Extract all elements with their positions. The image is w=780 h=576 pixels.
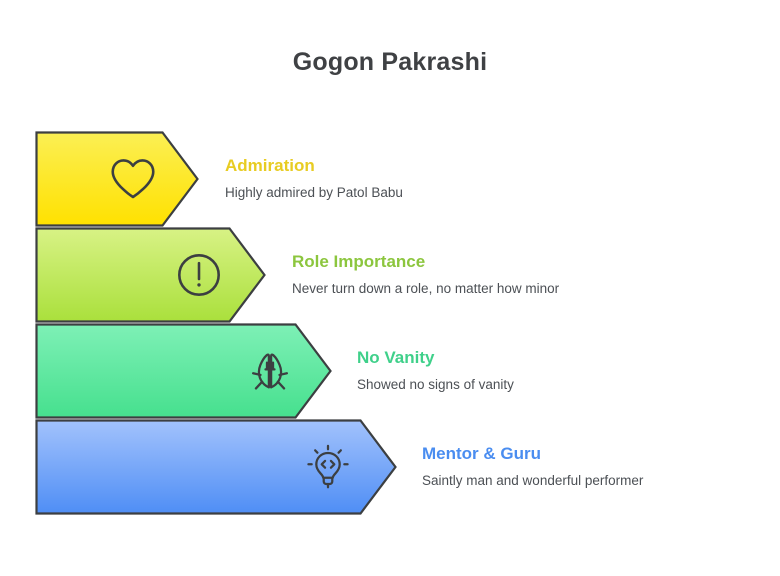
row-label: Admiration: [225, 155, 315, 175]
heart-icon: [106, 152, 160, 206]
row-description: Saintly man and wonderful performer: [422, 473, 644, 489]
row-text-block: Mentor & Guru Saintly man and wonderful …: [422, 444, 643, 490]
row-label: No Vanity: [357, 347, 435, 367]
chart-row: Mentor & Guru Saintly man and wonderful …: [0, 419, 780, 515]
chart-row: Role Importance Never turn down a role, …: [0, 227, 780, 323]
lightbulb-code-icon: [301, 440, 355, 494]
row-label: Mentor & Guru: [422, 443, 541, 463]
row-text-block: Role Importance Never turn down a role, …: [292, 252, 559, 298]
arrow-shape-role-importance[interactable]: [35, 227, 305, 323]
arrow-svg: [35, 131, 199, 227]
row-description: Highly admired by Patol Babu: [225, 185, 403, 201]
exclamation-circle-icon: [172, 248, 226, 302]
praying-hands-icon: [243, 344, 297, 398]
arrow-funnel-chart: Admiration Highly admired by Patol Babu: [0, 118, 780, 538]
arrow-svg: [35, 419, 397, 515]
row-description: Never turn down a role, no matter how mi…: [292, 281, 560, 297]
chart-row: Admiration Highly admired by Patol Babu: [0, 131, 780, 227]
row-text-block: No Vanity Showed no signs of vanity: [357, 348, 514, 394]
row-label: Role Importance: [292, 251, 426, 271]
arrow-shape-admiration[interactable]: [35, 131, 235, 227]
row-description: Showed no signs of vanity: [357, 377, 514, 393]
arrow-shape-no-vanity[interactable]: [35, 323, 371, 419]
arrow-svg: [35, 227, 266, 323]
arrow-shape-mentor-guru[interactable]: [35, 419, 436, 515]
arrow-svg: [35, 323, 332, 419]
page-title: Gogon Pakrashi: [292, 48, 488, 76]
chart-row: No Vanity Showed no signs of vanity: [0, 323, 780, 419]
row-text-block: Admiration Highly admired by Patol Babu: [225, 156, 403, 202]
